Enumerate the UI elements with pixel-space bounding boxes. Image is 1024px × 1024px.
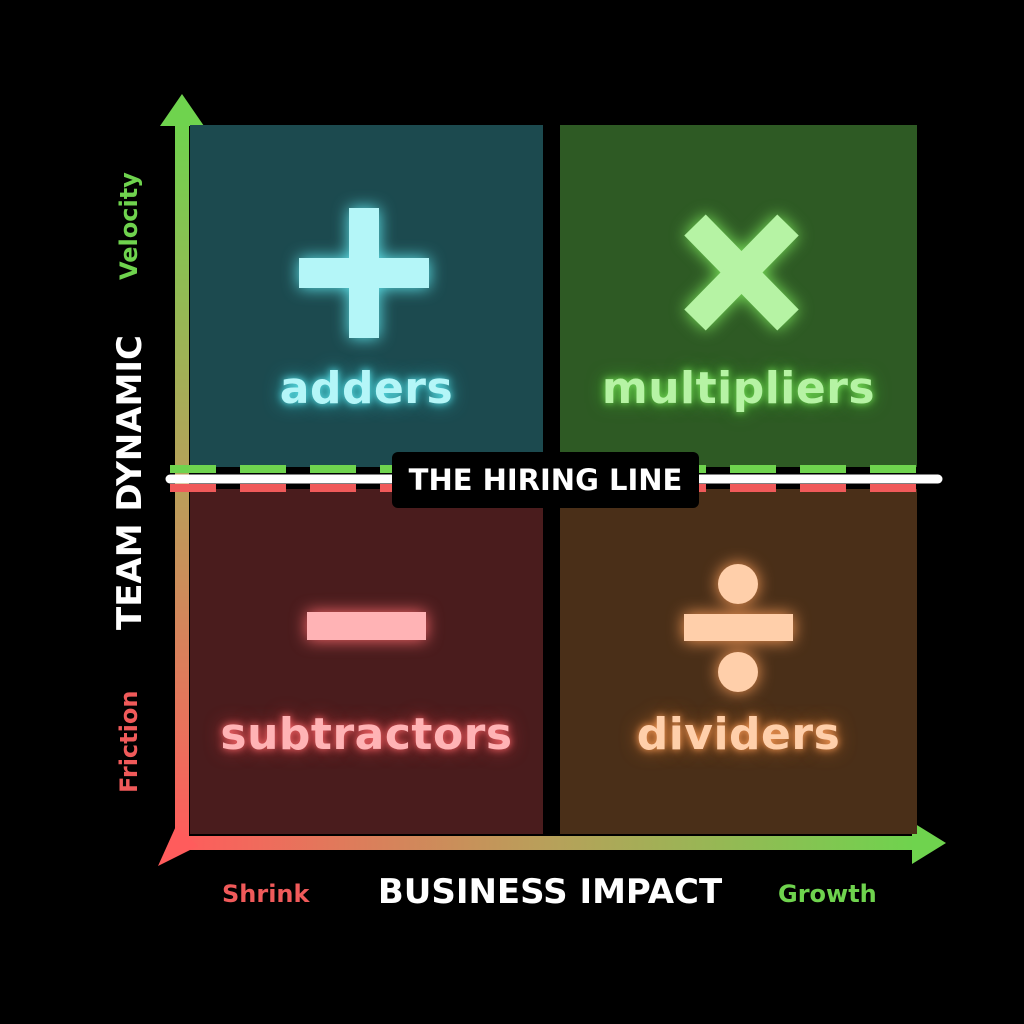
divide-icon: [684, 564, 793, 692]
y-axis-low-label: Friction: [115, 690, 143, 793]
quadrant-label-dividers: dividers: [636, 709, 841, 760]
x-axis-title: BUSINESS IMPACT: [377, 872, 723, 912]
x-axis-high-label: Growth: [778, 880, 877, 908]
quadrant-label-multipliers: multipliers: [601, 363, 876, 414]
quadrant-dividers: dividers: [560, 489, 917, 834]
multiply-icon: [684, 214, 799, 331]
plus-icon: [299, 208, 429, 338]
minus-icon: [307, 612, 426, 640]
y-axis-arrow: [160, 94, 204, 126]
quadrant-adders: adders: [190, 125, 543, 467]
x-axis-line: [180, 836, 915, 850]
y-axis-high-label: Velocity: [115, 172, 143, 280]
x-axis-low-label: Shrink: [222, 880, 310, 908]
quadrant-label-adders: adders: [279, 363, 454, 414]
quadrant-multipliers: multipliers: [560, 125, 917, 467]
y-axis-title: TEAM DYNAMIC: [110, 335, 150, 630]
quadrant-subtractors: subtractors: [190, 489, 543, 834]
x-axis-arrow: [912, 822, 946, 864]
hiring-line-label: THE HIRING LINE: [392, 452, 699, 508]
origin-arrow: [158, 826, 198, 866]
quadrant-label-subtractors: subtractors: [220, 709, 513, 760]
